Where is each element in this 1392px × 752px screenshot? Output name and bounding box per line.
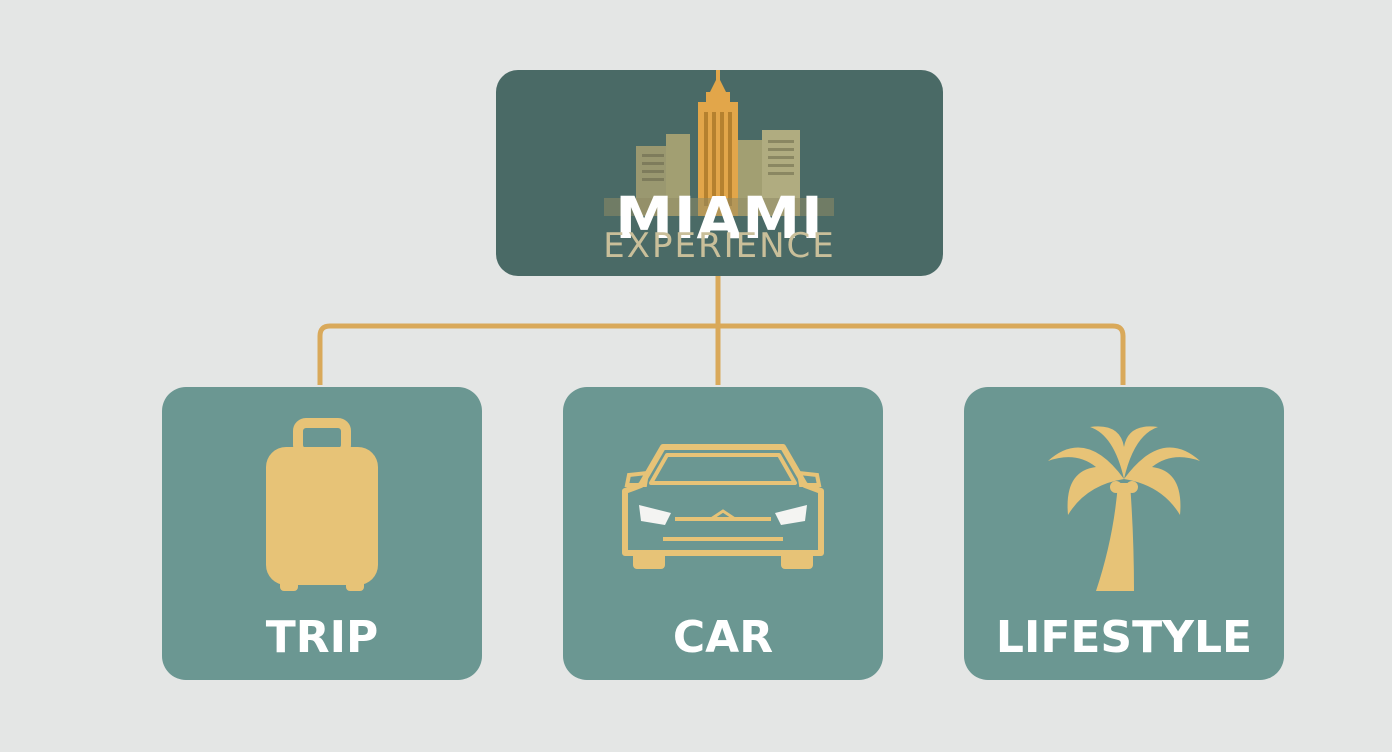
child-label-trip: TRIP	[265, 612, 379, 663]
child-node-car: CAR	[563, 387, 883, 680]
child-node-lifestyle: LIFESTYLE	[964, 387, 1284, 680]
root-node-miami-experience: MIAMI EXPERIENCE	[496, 70, 943, 276]
child-node-trip: TRIP	[162, 387, 482, 680]
root-title: MIAMI	[615, 184, 824, 252]
child-label-car: CAR	[672, 612, 774, 663]
child-label-lifestyle: LIFESTYLE	[995, 612, 1253, 663]
car-icon	[622, 444, 824, 569]
connector-crossbar	[317, 323, 1126, 385]
root-subtitle: EXPERIENCE	[603, 226, 836, 266]
city-skyline-icon	[604, 70, 834, 216]
palm-tree-icon	[1048, 426, 1200, 591]
suitcase-icon	[266, 418, 378, 591]
